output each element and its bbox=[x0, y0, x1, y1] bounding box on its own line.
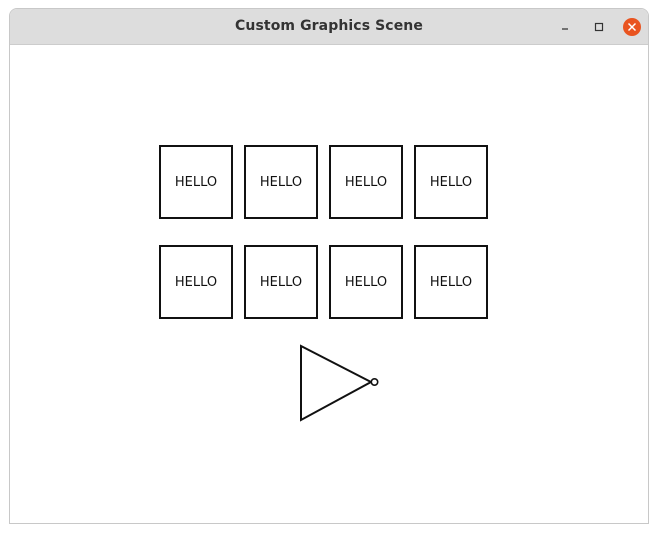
hello-box[interactable]: HELLO bbox=[414, 145, 488, 219]
hello-box[interactable]: HELLO bbox=[329, 145, 403, 219]
hello-box[interactable]: HELLO bbox=[244, 145, 318, 219]
not-gate-icon[interactable] bbox=[299, 344, 381, 424]
maximize-button[interactable] bbox=[588, 16, 610, 38]
hello-box[interactable]: HELLO bbox=[159, 245, 233, 319]
window-title: Custom Graphics Scene bbox=[235, 18, 423, 34]
hello-box[interactable]: HELLO bbox=[159, 145, 233, 219]
title-bar[interactable]: Custom Graphics Scene bbox=[10, 9, 648, 45]
hello-box[interactable]: HELLO bbox=[244, 245, 318, 319]
minimize-button[interactable] bbox=[554, 16, 576, 38]
close-button[interactable] bbox=[621, 16, 643, 38]
hello-box[interactable]: HELLO bbox=[329, 245, 403, 319]
maximize-icon bbox=[594, 22, 604, 32]
graphics-scene[interactable]: HELLO HELLO HELLO HELLO HELLO HELLO HELL… bbox=[10, 45, 648, 523]
hello-box[interactable]: HELLO bbox=[414, 245, 488, 319]
close-icon bbox=[623, 18, 641, 36]
app-window: Custom Graphics Scene HELLO HELLO HELLO … bbox=[9, 8, 649, 524]
minimize-icon bbox=[562, 28, 568, 30]
